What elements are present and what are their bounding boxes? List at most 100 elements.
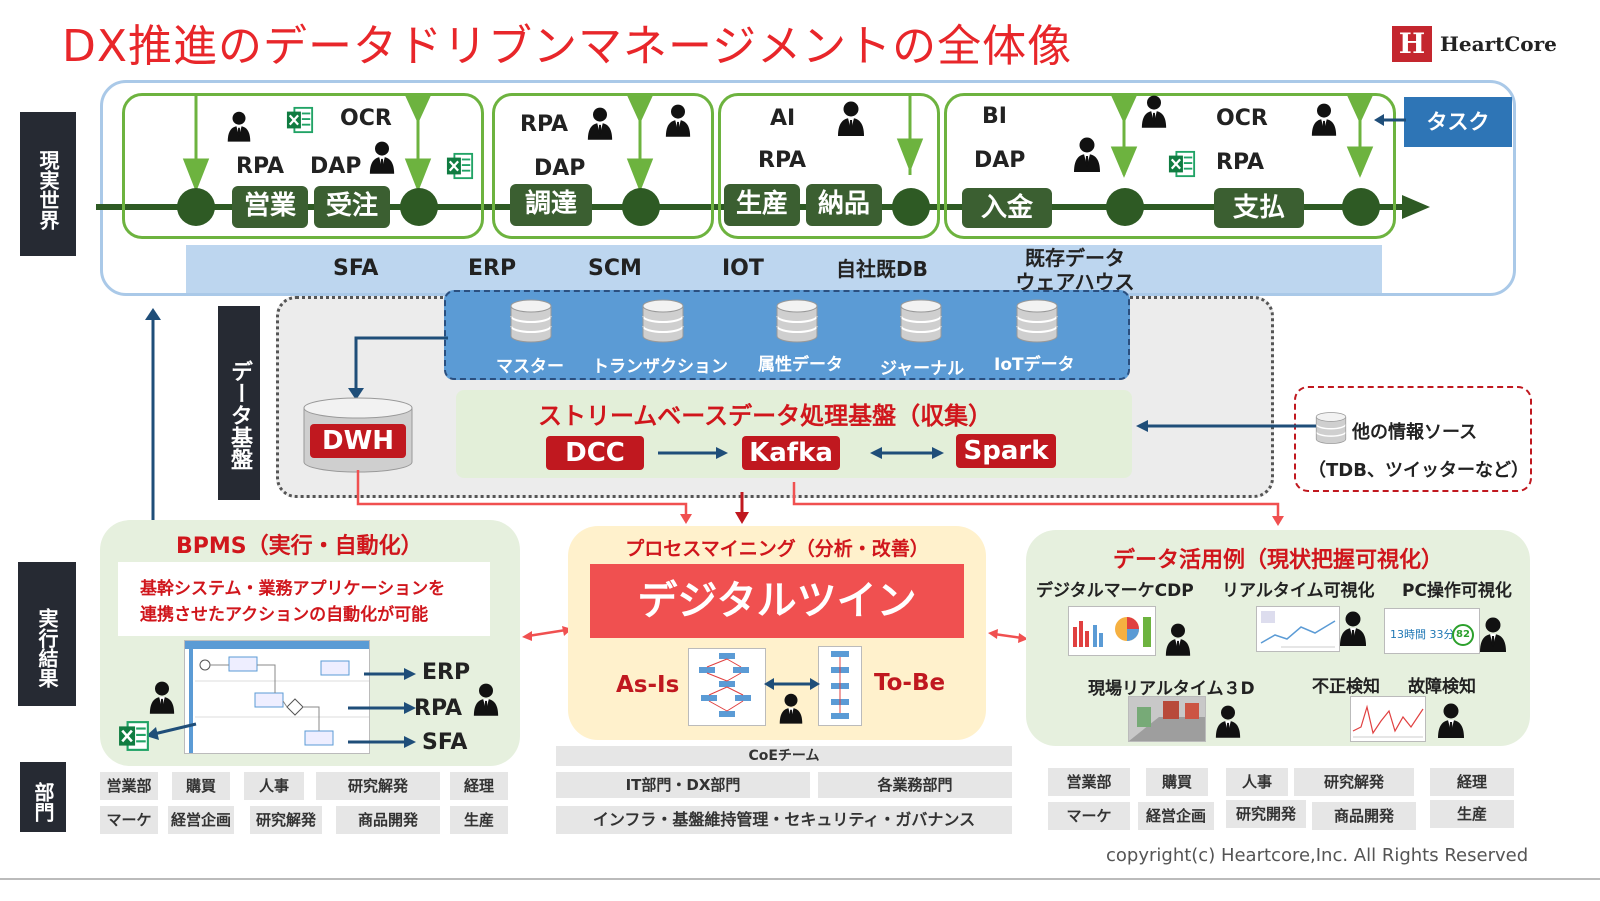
timeline-node — [892, 188, 930, 226]
footer-divider — [0, 878, 1600, 880]
process-group-sales — [122, 93, 484, 239]
dept-cell: 経営企画 — [1138, 802, 1214, 830]
dept-cell: 営業部 — [100, 772, 158, 800]
other-source-note: （TDB、ツイッターなど） — [1308, 460, 1529, 481]
dept-coe: CoEチーム — [556, 746, 1012, 766]
dept-cell: 研究解発 — [316, 772, 440, 800]
db-label-transaction: トランザクション — [592, 357, 728, 377]
person-icon — [368, 140, 396, 174]
dwh-label: DWH — [310, 424, 406, 458]
system-iot: IOT — [722, 256, 764, 281]
data-usage-title: データ活用例（現状把握可視化） — [1112, 548, 1443, 573]
tool-rpa: RPA — [1216, 150, 1265, 175]
database-icon — [1314, 410, 1348, 446]
other-source-arrow — [1136, 420, 1316, 432]
usage-realtime-label: リアルタイム可視化 — [1222, 581, 1375, 601]
realtime-dashboard-thumb — [1256, 606, 1340, 652]
bpms-description-box — [118, 562, 490, 636]
bpms-desc-line2: 連携させたアクションの自動化が可能 — [140, 605, 429, 625]
stream-node-kafka: Kafka — [742, 436, 840, 470]
database-icon — [774, 298, 820, 344]
person-icon — [586, 106, 614, 140]
dept-cell: 購買 — [172, 772, 230, 800]
side-label-real-world: 現実世界 — [20, 112, 76, 256]
timeline-node — [400, 188, 438, 226]
realtime-3d-thumb — [1128, 696, 1206, 742]
process-payment: 支払 — [1214, 188, 1304, 228]
usage-pc-label: PC操作可視化 — [1402, 581, 1512, 601]
dept-cell: 研究解発 — [250, 806, 322, 834]
tool-bi: BI — [982, 104, 1007, 129]
anomaly-chart-thumb — [1350, 696, 1426, 742]
process-production: 生産 — [724, 184, 800, 226]
as-is-process-map — [688, 648, 766, 726]
person-icon — [836, 100, 866, 136]
system-own-db: 自社既DB — [836, 257, 928, 281]
process-delivery: 納品 — [806, 184, 882, 226]
task-arrow — [1374, 114, 1406, 126]
other-source-panel — [1294, 386, 1532, 492]
tool-dap: DAP — [310, 154, 362, 179]
cdp-dashboard-thumb — [1068, 606, 1156, 656]
stream-node-dcc: DCC — [546, 436, 644, 470]
bpms-desc-line1: 基幹システム・業務アプリケーションを — [140, 579, 446, 599]
person-icon — [1310, 102, 1338, 136]
dept-cell: 経営企画 — [168, 806, 234, 834]
heartcore-logo-mark: H — [1392, 26, 1432, 62]
as-is-to-be-arrow — [764, 678, 820, 690]
page-title: DX推進のデータドリブンマネージメントの全体像 — [62, 21, 1073, 72]
database-icon — [640, 298, 686, 344]
heartcore-logo-text: HeartCore — [1440, 32, 1557, 56]
db-to-dwh-arrow — [348, 336, 448, 400]
dept-infra: インフラ・基盤維持管理・セキュリティ・ガバナンス — [556, 806, 1012, 834]
feedback-up-arrow — [145, 308, 161, 522]
usage-cdp-label: デジタルマーケCDP — [1036, 581, 1194, 601]
process-group-production — [718, 93, 940, 239]
system-legacy-data: 既存データ — [1025, 246, 1125, 270]
side-label-departments: 部門 — [20, 762, 66, 832]
heartcore-logo: H HeartCore — [1392, 22, 1562, 68]
dept-cell: 商品開発 — [336, 806, 440, 834]
person-icon — [1214, 704, 1242, 738]
stream-node-spark: Spark — [956, 434, 1056, 468]
db-label-attribute: 属性データ — [758, 355, 843, 375]
db-label-master: マスター — [496, 357, 564, 377]
excel-icon — [118, 720, 150, 752]
usage-3d-label: 現場リアルタイム３D — [1088, 679, 1255, 699]
person-icon — [148, 680, 176, 714]
dept-cell: 商品開発 — [1312, 802, 1416, 830]
person-icon — [1436, 702, 1466, 738]
process-procurement: 調達 — [510, 184, 592, 226]
person-icon — [778, 692, 804, 724]
tool-rpa: RPA — [758, 148, 807, 173]
database-icon — [508, 298, 554, 344]
timeline-node — [622, 188, 660, 226]
system-erp: ERP — [468, 256, 517, 281]
excel-icon — [446, 152, 474, 180]
excel-icon — [286, 106, 314, 134]
systems-bar — [186, 245, 1382, 293]
person-icon — [1140, 94, 1168, 128]
dept-cell: 人事 — [244, 772, 304, 800]
dept-cell: 人事 — [1226, 768, 1288, 796]
tool-dap: DAP — [534, 156, 586, 181]
dept-cell: 経理 — [450, 772, 508, 800]
process-group-finance — [944, 93, 1396, 239]
person-icon — [1338, 610, 1368, 646]
person-icon — [1478, 616, 1508, 652]
system-sfa: SFA — [333, 256, 379, 281]
tool-ocr: OCR — [1216, 106, 1268, 131]
usage-failure-label: 故障検知 — [1408, 677, 1476, 697]
stream-flow-arrows — [658, 447, 944, 459]
tool-rpa: RPA — [520, 112, 569, 137]
usage-fraud-label: 不正検知 — [1312, 677, 1380, 697]
process-mining-title: プロセスマイニング（分析・改善） — [625, 538, 929, 560]
tool-ocr: OCR — [340, 106, 392, 131]
database-icon — [898, 298, 944, 344]
database-icon — [1014, 298, 1060, 344]
pc-operation-thumb — [1384, 608, 1480, 654]
process-sales: 営業 — [232, 186, 308, 228]
person-icon — [1164, 622, 1192, 656]
bpms-mining-link — [522, 626, 572, 641]
analysis-flow-arrows — [356, 470, 1284, 526]
